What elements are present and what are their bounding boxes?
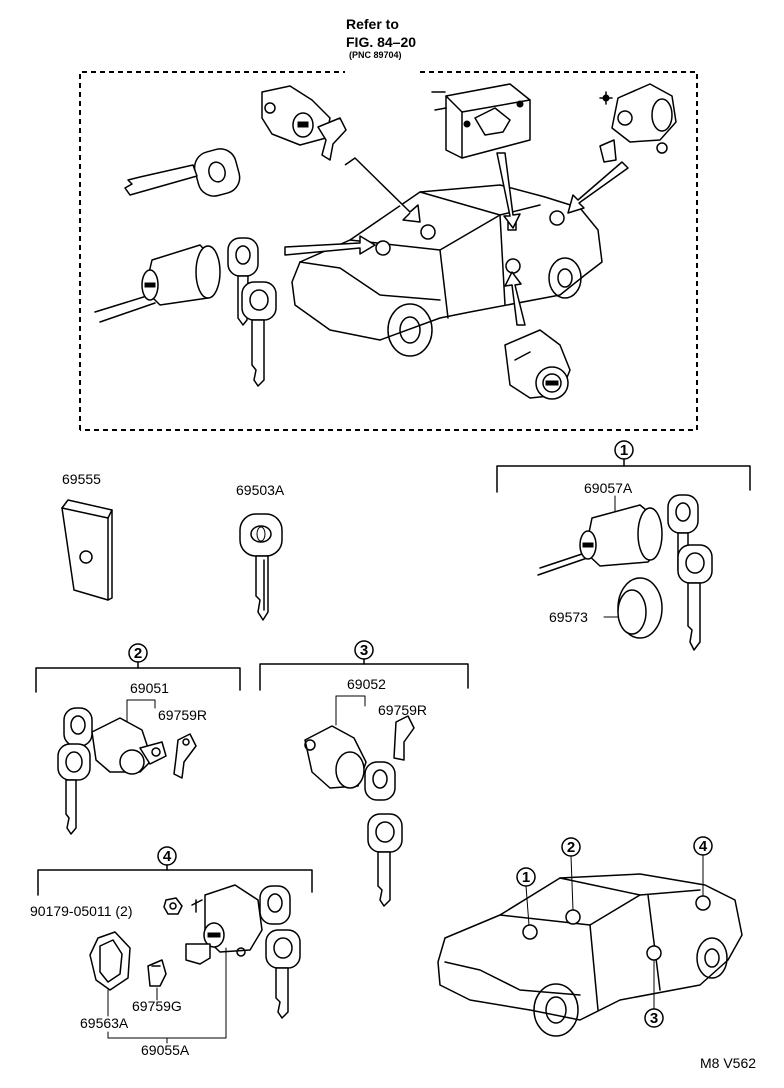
locator-2: 2 [567, 839, 575, 856]
label-69055A: 69055A [141, 1042, 190, 1058]
locator-car: 1 2 4 3 [437, 836, 743, 1037]
refer-line-3: (PNC 89704) [349, 50, 402, 60]
label-69759R-b: 69759R [378, 702, 427, 718]
label-69563A: 69563A [80, 1015, 129, 1031]
label-69759G: 69759G [132, 998, 182, 1014]
key-top [124, 148, 241, 197]
group-4-number: 4 [163, 848, 172, 865]
group-2-number: 2 [134, 645, 142, 662]
reference-car [284, 152, 629, 357]
refer-line-1: Refer to [346, 16, 399, 32]
label-69555: 69555 [62, 471, 101, 487]
label-69503A: 69503A [236, 482, 285, 498]
label-69573: 69573 [549, 609, 588, 625]
locator-4: 4 [699, 838, 708, 855]
group-2: 2 69051 69759R [35, 643, 241, 835]
label-69052: 69052 [347, 676, 386, 692]
group-1-number: 1 [620, 442, 628, 459]
locator-1: 1 [522, 869, 530, 886]
label-69759R-a: 69759R [158, 707, 207, 723]
group-3-number: 3 [360, 642, 368, 659]
locator-3: 3 [650, 1010, 658, 1027]
part-69503A: 69503A [236, 482, 285, 621]
footer-code: M8 V562 [700, 1055, 756, 1071]
reference-box [79, 71, 698, 431]
refer-note: Refer to FIG. 84–20 (PNC 89704) [346, 16, 416, 60]
part-69555: 69555 [61, 471, 113, 601]
label-90179-05011: 90179-05011 (2) [30, 903, 132, 919]
label-69051: 69051 [130, 680, 169, 696]
group-3: 3 69052 69759R [259, 640, 469, 907]
door-cylinder-top [261, 85, 347, 161]
group-1: 1 69057A 69573 [496, 440, 751, 651]
trunk-cylinder-top [599, 83, 677, 163]
door-cylinder-bottom [504, 329, 571, 400]
label-69057A: 69057A [584, 480, 633, 496]
refer-line-2: FIG. 84–20 [346, 34, 416, 50]
control-unit-top [431, 83, 531, 159]
group-4: 4 90179-05011 (2) 69759G 69563A 69055A [30, 846, 313, 1058]
ignition-top [94, 237, 277, 387]
